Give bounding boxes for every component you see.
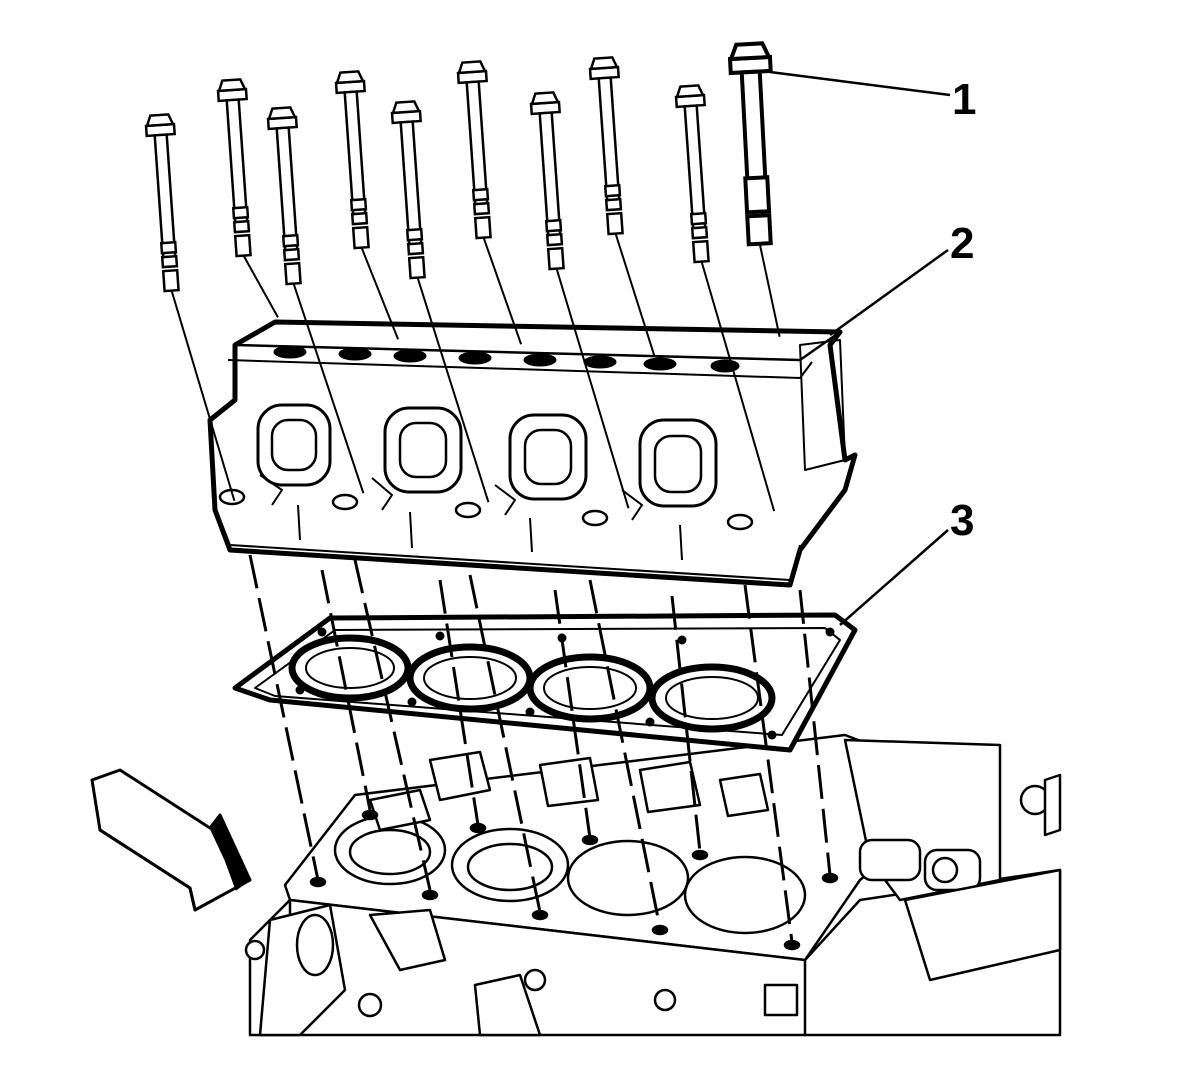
- bolt: [456, 60, 523, 345]
- cylinder-head: [207, 319, 858, 588]
- alignment-lines: [248, 554, 832, 943]
- callout-1: 1: [952, 75, 976, 124]
- bolt: [588, 56, 656, 356]
- head-gasket: [232, 612, 858, 753]
- head-bolts: [144, 41, 781, 512]
- direction-arrow-icon: [90, 768, 252, 912]
- bolt: [266, 106, 365, 494]
- bolt: [390, 100, 490, 503]
- bolt: [674, 84, 776, 512]
- callout-leaders: [769, 70, 951, 626]
- bolt: [529, 91, 630, 509]
- engine-block: [244, 733, 1062, 1037]
- bolt-callout-1: [727, 41, 781, 338]
- bolt: [216, 78, 279, 318]
- bolt: [144, 113, 236, 502]
- bolt: [334, 70, 399, 340]
- callout-2: 2: [950, 219, 974, 268]
- callout-3: 3: [950, 496, 974, 545]
